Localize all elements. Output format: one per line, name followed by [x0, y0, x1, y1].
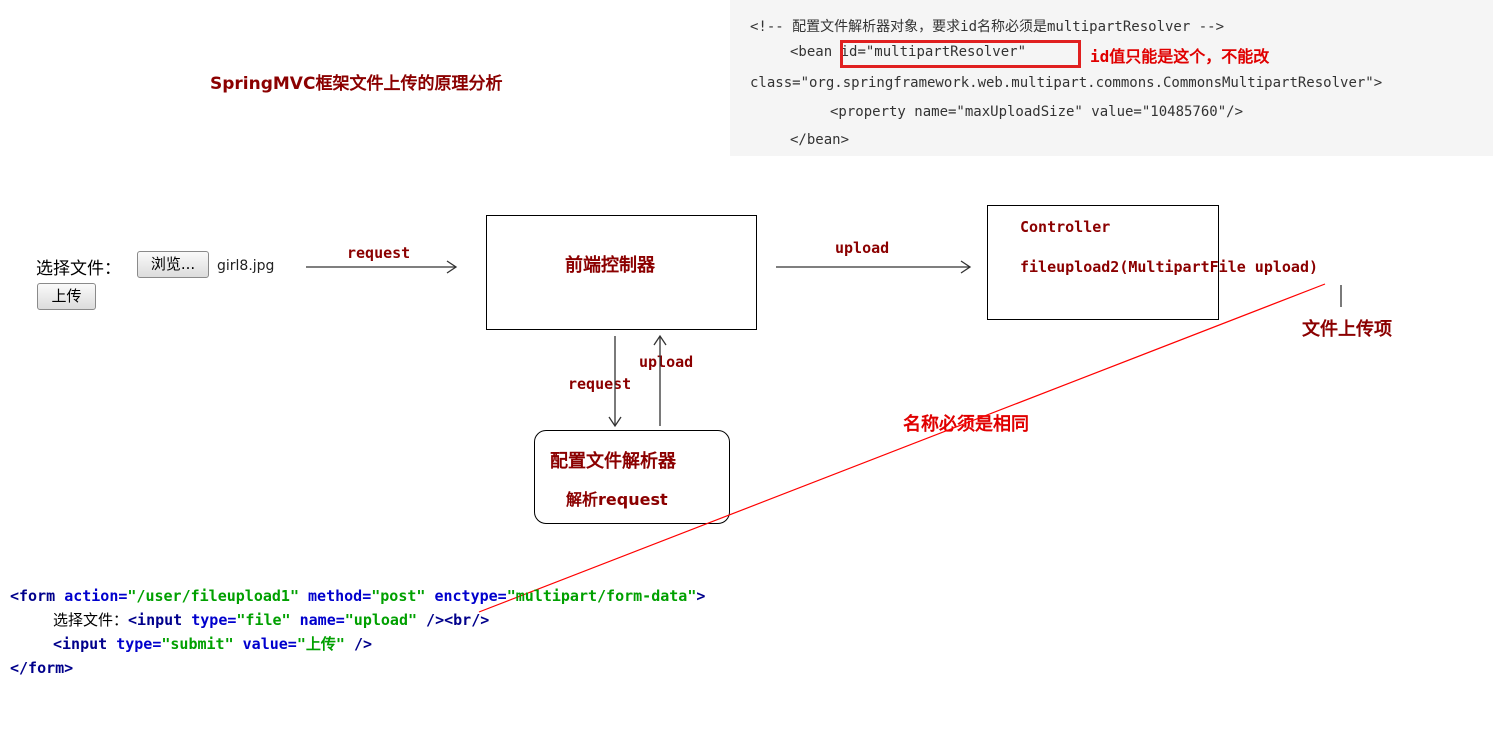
input-file-close: /><br/> [426, 611, 490, 629]
form-tag-open: <form [10, 587, 56, 605]
request-arrowhead [446, 260, 458, 274]
code-bean-open: <bean id="multipartResolver" [790, 44, 1026, 60]
controller-box [987, 205, 1219, 320]
controller-method: fileupload2(MultipartFile upload) [1020, 258, 1319, 276]
input-submit-open: <input [53, 635, 108, 653]
form-tag-close: > [696, 587, 706, 605]
code-comment: <!-- 配置文件解析器对象，要求id名称必须是multipartResolve… [750, 19, 1225, 35]
form-code-line-1: <form action="/user/fileupload1" method=… [10, 584, 705, 608]
form-enctype-val: "multipart/form-data" [506, 587, 697, 605]
input-submit-close: /> [353, 635, 372, 653]
form-code-block: <form action="/user/fileupload1" method=… [10, 584, 705, 680]
browse-button[interactable]: 浏览... [137, 251, 209, 278]
input-submit-type-val: "submit" [161, 635, 234, 653]
form-method-val: "post" [371, 587, 426, 605]
code-property: <property name="maxUploadSize" value="10… [830, 104, 1244, 120]
down-request-arrowhead [608, 416, 622, 428]
up-upload-label: upload [639, 353, 694, 371]
upload-arrowhead [960, 260, 972, 274]
input-submit-value-val: "上传" [296, 635, 345, 653]
input-submit-value-attr: value= [242, 635, 297, 653]
id-highlight-box [840, 40, 1081, 68]
resolver-subtitle: 解析request [566, 490, 668, 509]
form-code-line-2: 选择文件：<input type="file" name="upload" />… [10, 608, 705, 632]
id-note: id值只能是这个，不能改 [1090, 47, 1270, 66]
controller-title: Controller [1020, 218, 1111, 236]
input-file-open: <input [128, 611, 183, 629]
input-file-name-val: "upload" [344, 611, 418, 629]
code-bean-close: </bean> [790, 132, 850, 148]
upload-button[interactable]: 上传 [37, 283, 96, 310]
front-controller-box [486, 215, 757, 330]
file-item-label: 文件上传项 [1302, 319, 1392, 340]
code-bean-id: id="multipartResolver" [840, 44, 1027, 60]
input-file-name-attr: name= [299, 611, 345, 629]
form-method-attr: method= [308, 587, 372, 605]
arrow-upload-label: upload [835, 239, 890, 257]
same-name-note: 名称必须是相同 [903, 414, 1029, 435]
page-title: SpringMVC框架文件上传的原理分析 [210, 74, 503, 94]
config-code-panel: <!-- 配置文件解析器对象，要求id名称必须是multipartResolve… [730, 0, 1493, 156]
input-submit-type-attr: type= [116, 635, 162, 653]
selected-filename: girl8.jpg [217, 258, 275, 274]
form-enctype-attr: enctype= [434, 587, 507, 605]
code-class-attr: class="org.springframework.web.multipart… [750, 75, 1383, 91]
file-select-label: 选择文件： [36, 259, 121, 279]
form-code-line-4: </form> [10, 659, 74, 677]
form-code-line-3: <input type="submit" value="上传" /> [10, 632, 705, 656]
resolver-box [534, 430, 730, 524]
form-select-text: 选择文件： [53, 611, 129, 629]
same-name-line [478, 283, 1326, 613]
form-action-attr: action= [64, 587, 128, 605]
resolver-title: 配置文件解析器 [550, 451, 676, 472]
arrow-request-label: request [347, 244, 411, 262]
code-bean-tag: <bean [790, 44, 833, 60]
input-file-type-val: "file" [236, 611, 291, 629]
front-controller-label: 前端控制器 [565, 255, 655, 276]
up-upload-arrowhead [653, 334, 667, 346]
input-file-type-attr: type= [191, 611, 237, 629]
form-action-val: "/user/fileupload1" [127, 587, 299, 605]
